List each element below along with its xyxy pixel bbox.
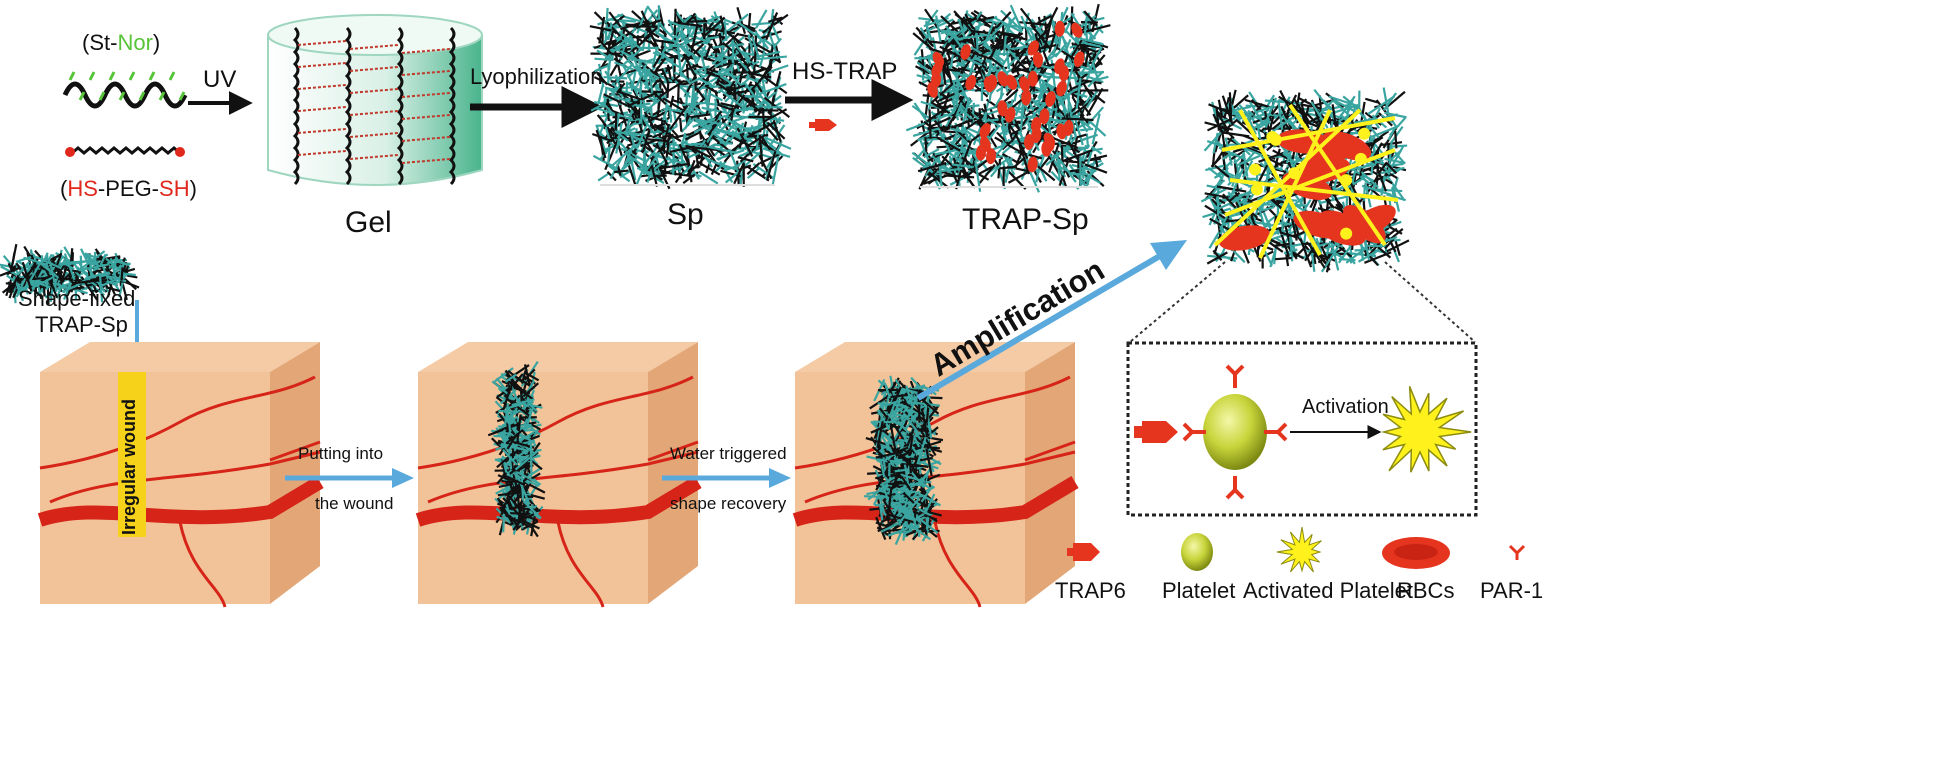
zoom-line-right: [1384, 261, 1476, 343]
gel-cylinder-icon: [267, 14, 483, 186]
legend-rbcs-label: RBCs: [1397, 578, 1455, 603]
water-triggered-label-1: Water triggered: [670, 444, 787, 463]
water-triggered-label-2: shape recovery: [670, 494, 787, 513]
shape-recovery-arrow: [662, 468, 791, 488]
shape-fixed-label-1: Shape-fixed: [18, 286, 136, 311]
putting-into-label-1: Putting into: [298, 444, 384, 463]
activation-label: Activation: [1302, 396, 1389, 418]
sp-sponge-icon: [589, 5, 792, 190]
legend-trap6-icon: [1067, 543, 1100, 561]
legend-platelet-icon: [1181, 533, 1213, 571]
trap-sp-sponge-icon: [905, 3, 1111, 193]
hs-peg-sh-linker-icon: [65, 146, 185, 157]
sponge-plug-in-wound: [487, 360, 546, 538]
platelet-inset-icon: [1203, 394, 1267, 470]
par1-receptors: [1182, 364, 1288, 500]
putting-into-wound-arrow: [285, 468, 414, 488]
zoom-line-left: [1129, 261, 1226, 343]
trap6-molecule-icon: [809, 119, 837, 131]
activated-platelet-inset-icon: [1380, 386, 1472, 473]
legend-activated-platelet-label: Activated Platelet: [1243, 578, 1413, 603]
legend-rbc-icon: [1382, 537, 1450, 569]
irregular-wound-marker: [118, 372, 146, 537]
trap-sp-label: TRAP-Sp: [962, 203, 1089, 236]
st-nor-label: (St-Nor): [82, 30, 161, 55]
hs-trap-label: HS-TRAP: [792, 58, 898, 85]
legend-par1-icon: [1508, 544, 1526, 560]
shape-fixed-label-2: TRAP-Sp: [35, 312, 128, 337]
st-nor-polymer-icon: [62, 71, 188, 109]
legend-activated-platelet-icon: [1276, 527, 1322, 573]
tissue-block-1: [37, 342, 324, 608]
tissue-block-3: [792, 342, 1079, 608]
lyophilization-label: Lyophilization: [470, 64, 603, 89]
irregular-wound-label: Irregular wound: [119, 398, 139, 535]
expanded-sponge-in-wound: [864, 375, 944, 545]
amplified-clot-sponge-icon: [1200, 87, 1410, 273]
hs-peg-sh-label: (HS-PEG-SH): [60, 176, 197, 201]
legend-trap6-label: TRAP6: [1055, 578, 1126, 603]
putting-into-label-2: the wound: [315, 494, 394, 513]
legend-platelet-label: Platelet: [1162, 578, 1236, 603]
amplification-arrow: [916, 240, 1187, 401]
tissue-block-2: [415, 342, 702, 608]
uv-label: UV: [203, 66, 237, 93]
shape-fixed-sponge-icon: [0, 243, 140, 305]
trap6-binding-icon: [1134, 421, 1178, 443]
legend-par1-label: PAR-1: [1480, 578, 1544, 603]
gel-label: Gel: [345, 206, 392, 239]
sp-label: Sp: [667, 198, 704, 231]
